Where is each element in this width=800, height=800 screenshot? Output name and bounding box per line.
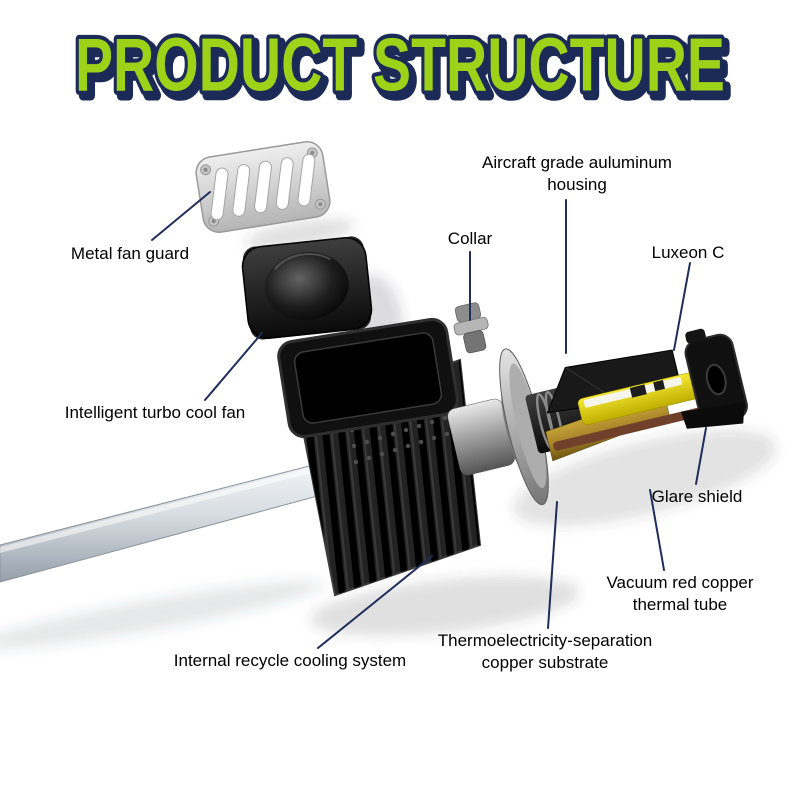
- leader-turbo-fan: [204, 332, 263, 401]
- cooling-fan: [241, 236, 373, 340]
- leader-cooling-system: [317, 555, 433, 649]
- leader-thermal-tube: [649, 489, 665, 571]
- bulb-body-assembly: [447, 328, 748, 506]
- leader-metal-fan-guard: [151, 191, 211, 241]
- leader-glare-shield: [695, 427, 707, 485]
- page-title: PRODUCT STRUCTURE PRODUCT STRUCTURE: [71, 19, 734, 117]
- leader-copper-substrate: [547, 501, 558, 629]
- label-collar: Collar: [447, 229, 493, 248]
- luxeon-chip-1: [629, 384, 647, 398]
- luxeon-chip-2: [653, 380, 665, 392]
- label-luxeon-c: Luxeon C: [651, 243, 725, 262]
- fan-socket-cup: [277, 317, 459, 439]
- page-title-text: PRODUCT STRUCTURE: [75, 22, 725, 106]
- label-turbo-cool-fan: Intelligent turbo cool fan: [64, 403, 246, 422]
- label-cooling-system: Internal recycle cooling system: [173, 651, 407, 670]
- label-aluminum-housing: Aircraft grade auluminum housing: [482, 153, 672, 194]
- glare-shield-part: [680, 402, 745, 429]
- label-metal-fan-guard: Metal fan guard: [70, 244, 190, 263]
- thermal-tube-part: [553, 407, 702, 451]
- power-lead-tube: [0, 461, 326, 583]
- label-glare-shield: Glare shield: [651, 487, 743, 506]
- leader-lines: [151, 191, 707, 649]
- label-thermal-tube: Vacuum red copper thermal tube: [606, 573, 754, 614]
- leader-luxeon: [673, 262, 691, 351]
- mounting-flange-face: [509, 363, 547, 489]
- fan-guard-grille: [195, 141, 331, 233]
- heatsink: [277, 317, 482, 597]
- collar-part: [453, 302, 489, 354]
- end-cap-hole: [705, 363, 727, 396]
- fan-hub: [264, 251, 349, 321]
- label-copper-substrate: Thermoelectricity-separation copper subs…: [437, 631, 653, 672]
- page-title-shadow: PRODUCT STRUCTURE: [79, 27, 729, 111]
- end-cap-tab: [685, 328, 706, 344]
- grille-slots: [210, 153, 316, 221]
